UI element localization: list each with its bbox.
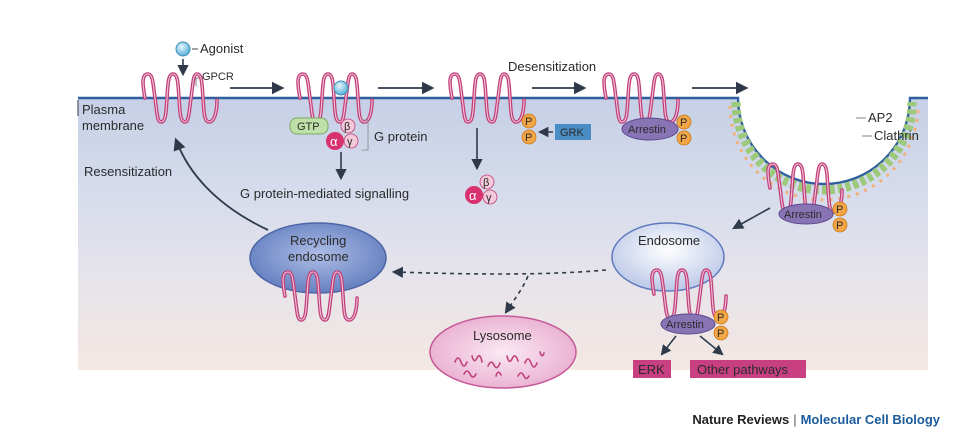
lysosome-shape (429, 315, 577, 389)
arrestin-shape (621, 117, 679, 141)
resensitization-arrow (173, 137, 269, 231)
phosphate-label: P (680, 133, 687, 145)
agonist-icon (175, 41, 191, 57)
arrestin-shape (660, 313, 716, 335)
endosome-label: Endosome (638, 233, 700, 248)
phosphate-icon (521, 129, 537, 145)
gtp-label: GTP (297, 121, 320, 133)
g-protein-label: G protein (374, 129, 427, 144)
publisher-label: Nature Reviews (692, 412, 790, 427)
recycling-endosome-label-line2: endosome (288, 249, 349, 264)
endocytosis-arrow (732, 207, 771, 230)
degraded-receptor-fragments (454, 351, 545, 380)
arrestin-shape (778, 203, 834, 225)
desensitization-label: Desensitization (508, 59, 596, 74)
phosphate-icon (676, 130, 692, 146)
erk-box (633, 360, 671, 378)
arrestin-label: Arrestin (628, 124, 666, 136)
recycling-dashed-arrow (391, 266, 607, 278)
figure-credit: Nature Reviews|Molecular Cell Biology (692, 412, 940, 427)
phosphate-label: P (680, 117, 687, 129)
phosphate-icon (713, 325, 729, 341)
phosphate-label: P (717, 328, 724, 340)
degradation-dashed-arrow (504, 275, 529, 314)
recycling-endosome-label: Recycling (290, 233, 346, 248)
gamma-label: γ (486, 192, 492, 204)
other-pathways-box (690, 360, 806, 378)
resensitization-label: Resensitization (84, 164, 172, 179)
ap2-label: AP2 (868, 110, 893, 125)
gpcr-label: GPCR (202, 71, 234, 83)
alpha-label: α (330, 134, 338, 149)
clathrin-label: Clathrin (874, 128, 919, 143)
agonist-bound-icon (333, 80, 349, 96)
beta-label: β (483, 177, 489, 189)
cytoplasm-background (78, 98, 928, 370)
clathrin-coat (728, 101, 920, 202)
g-protein-signalling-label: G protein-mediated signalling (240, 186, 409, 201)
phosphate-icon (832, 201, 848, 217)
phosphate-icon (521, 113, 537, 129)
grk-box (555, 124, 591, 140)
free-g-protein: α β γ (465, 174, 498, 205)
plasma-membrane-label: Plasma (82, 102, 126, 117)
g-protein-complex: GTP α β γ (289, 117, 359, 150)
phosphate-label: P (836, 220, 843, 232)
other-pathways-arrow (699, 335, 724, 356)
arrestin-label: Arrestin (784, 209, 822, 221)
endosome-shape (611, 222, 725, 292)
credit-separator: | (793, 412, 797, 427)
phosphate-icon (713, 309, 729, 325)
arrestin-label: Arrestin (666, 319, 704, 331)
phosphate-icon (832, 217, 848, 233)
grk-label: GRK (560, 127, 585, 139)
journal-label: Molecular Cell Biology (800, 412, 940, 427)
erk-label: ERK (638, 362, 665, 377)
phosphate-icon (676, 114, 692, 130)
lysosome-label: Lysosome (473, 328, 532, 343)
erk-arrow (660, 335, 677, 356)
phosphate-label: P (717, 312, 724, 324)
gamma-label: γ (347, 136, 353, 148)
phosphate-label: P (836, 204, 843, 216)
alpha-label: α (469, 188, 477, 203)
other-pathways-label: Other pathways (697, 362, 789, 377)
beta-label: β (344, 121, 350, 133)
agonist-label: Agonist (200, 41, 244, 56)
plasma-membrane-label-line2: membrane (82, 118, 144, 133)
phosphate-label: P (525, 116, 532, 128)
phosphate-label: P (525, 132, 532, 144)
